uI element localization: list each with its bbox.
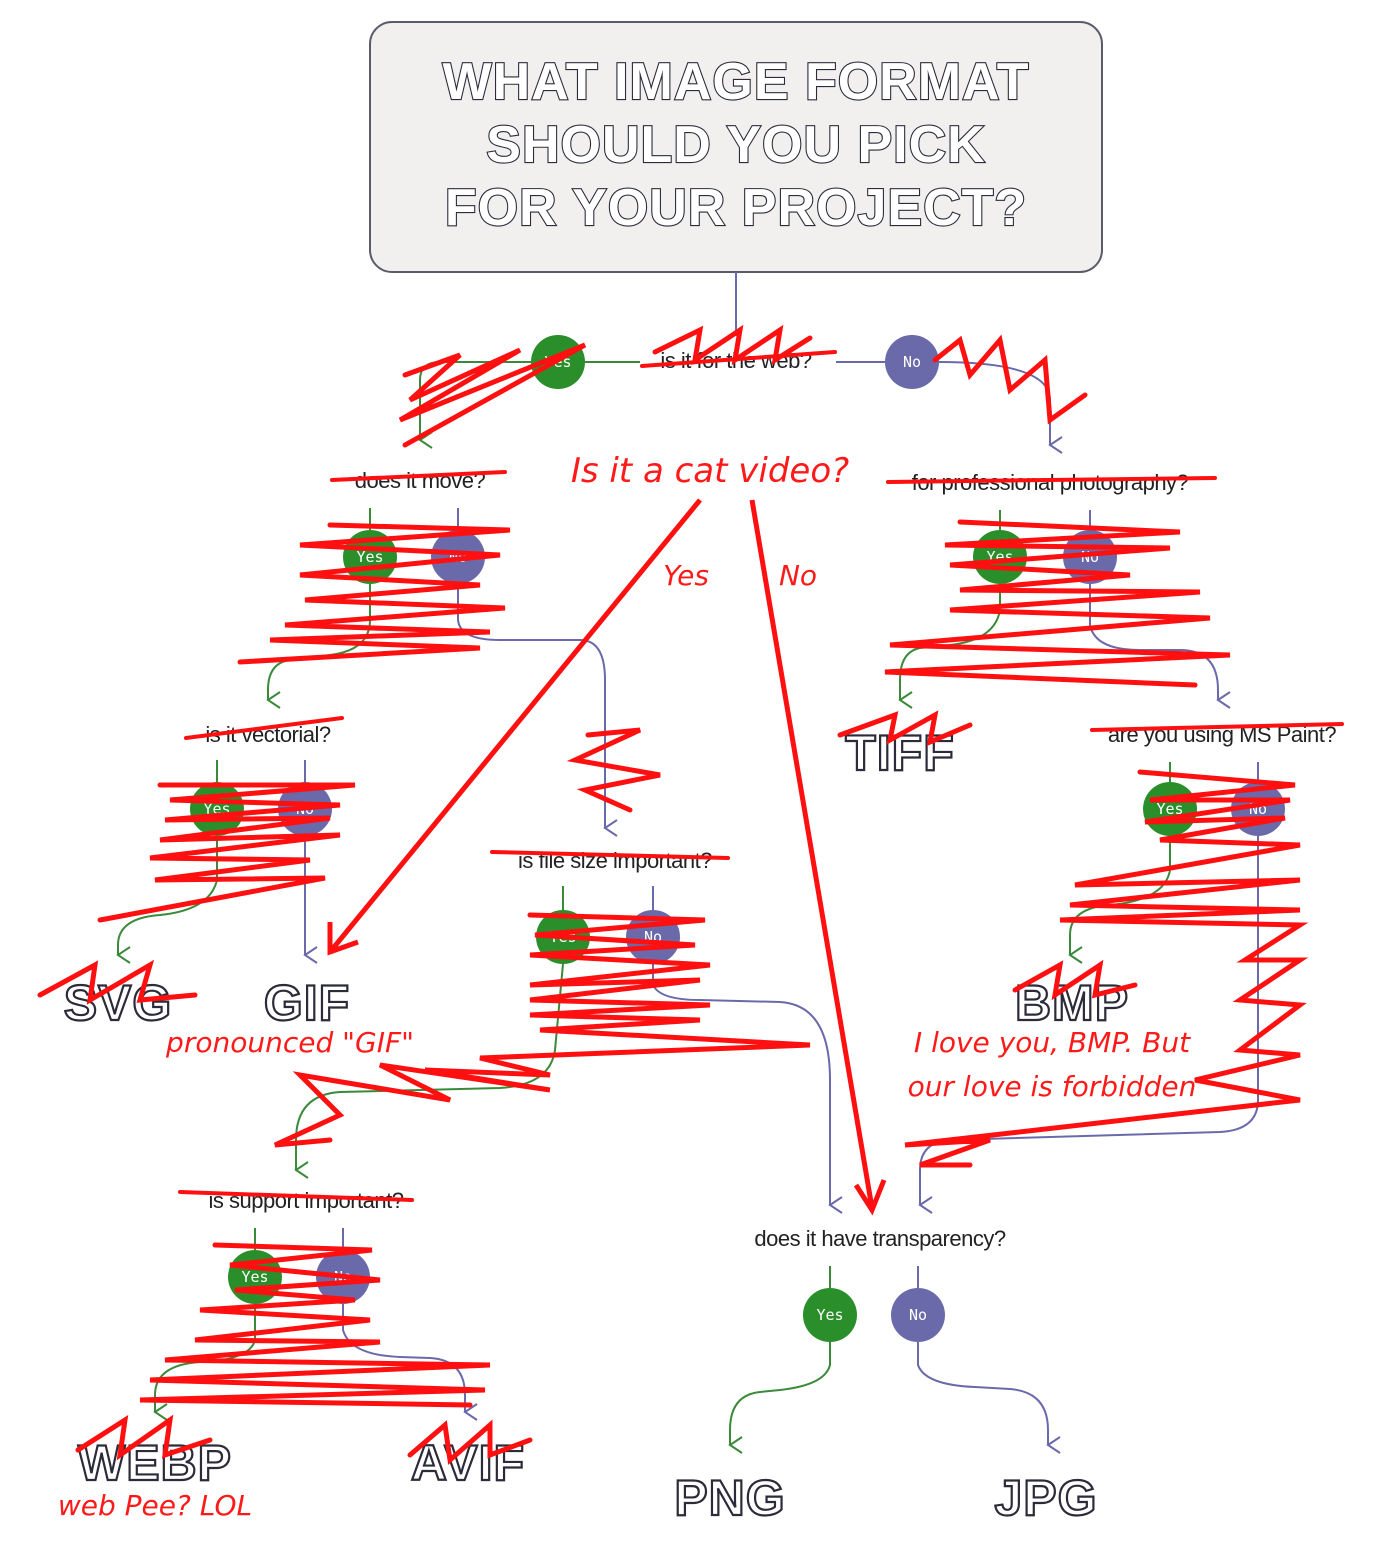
scribble-vector	[97, 782, 356, 923]
transparency-yes-button[interactable]: Yes	[803, 1288, 857, 1342]
arrow-transparency-no	[917, 1342, 1061, 1454]
scribble-svg	[37, 959, 198, 1005]
title-line-1: WHAT IMAGE FORMAT	[443, 53, 1030, 111]
scribble-photo	[884, 519, 1231, 688]
format-png: PNG	[674, 1470, 785, 1526]
scribble-support	[139, 1242, 491, 1408]
annotation-webp: web Pee? LOL	[58, 1489, 252, 1522]
cat-yes-arrow	[328, 498, 702, 954]
scribble-filesize	[273, 912, 811, 1148]
strike-web-zigzag	[652, 324, 813, 366]
arrow-web-no	[938, 361, 1063, 454]
svg-text:Yes: Yes	[356, 548, 383, 566]
question-move: does it move?	[355, 468, 486, 493]
svg-text:Yes: Yes	[241, 1268, 268, 1286]
format-webp: WEBP	[78, 1435, 232, 1491]
annotation-bmp-2: our love is forbidden	[908, 1070, 1197, 1103]
arrow-transparency-yes	[728, 1342, 831, 1454]
svg-text:Yes: Yes	[816, 1306, 843, 1324]
title-line-3: FOR YOUR PROJECT?	[445, 179, 1027, 237]
format-gif: GIF	[264, 975, 350, 1031]
arrow-move-no	[457, 584, 618, 837]
svg-text:No: No	[903, 353, 921, 371]
strike-paint	[1090, 722, 1344, 732]
format-jpg: JPG	[994, 1470, 1097, 1526]
scribble-web-no	[932, 334, 1088, 425]
scribble-webp	[75, 1414, 213, 1461]
title-line-2: SHOULD YOU PICK	[486, 116, 985, 174]
arrow-photo-no	[1089, 584, 1231, 709]
cat-no-arrow	[749, 499, 875, 1209]
scribble-web-yes	[398, 342, 587, 448]
svg-text:Yes: Yes	[1156, 800, 1183, 818]
scribble-move-no-arrow	[566, 727, 661, 813]
scribble-bmp	[1012, 959, 1138, 1001]
web-no-button[interactable]: No	[885, 335, 939, 389]
photo-yes-button[interactable]: Yes	[973, 530, 1027, 584]
paint-yes-button[interactable]: Yes	[1143, 782, 1197, 836]
cat-no-arrowhead	[853, 1179, 887, 1216]
strike-move	[330, 470, 507, 482]
red-overlay	[37, 324, 1344, 1465]
arrow-paint-no	[918, 836, 1259, 1214]
scribble-move	[237, 522, 511, 665]
arrow-filesize-yes	[294, 963, 564, 1179]
cat-yes-arrowhead	[327, 922, 359, 956]
scribble-tiff	[837, 710, 973, 747]
question-transparency: does it have transparency?	[754, 1226, 1005, 1251]
annotation-gif: pronounced "GIF"	[165, 1026, 414, 1059]
svg-text:No: No	[909, 1306, 927, 1324]
scribble-avif	[407, 1419, 533, 1465]
arrow-filesize-no	[652, 964, 843, 1214]
transparency-no-button[interactable]: No	[891, 1288, 945, 1342]
annotation-bmp-1: I love you, BMP. But	[914, 1026, 1191, 1059]
annotation-cat-yes: Yes	[663, 559, 709, 592]
strike-filesize	[490, 850, 730, 860]
strike-photo	[886, 476, 1217, 484]
arrow-vector-yes	[116, 836, 218, 964]
strike-vector	[184, 716, 344, 740]
annotation-cat: Is it a cat video?	[571, 451, 849, 491]
strike-support	[178, 1190, 414, 1202]
annotation-cat-no: No	[779, 559, 817, 592]
scribble-paint	[904, 769, 1309, 1168]
